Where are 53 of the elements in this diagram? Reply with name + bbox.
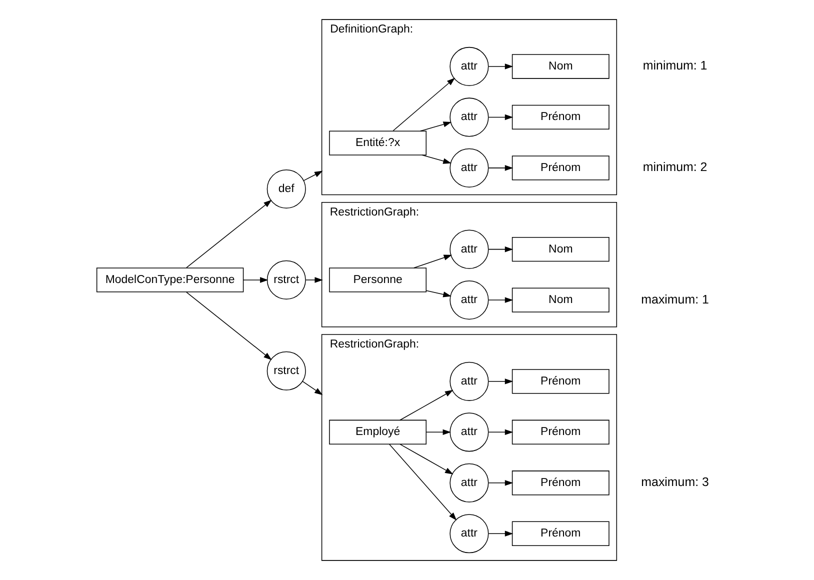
- arrow: [306, 277, 323, 283]
- arrow: [488, 246, 514, 252]
- node-circle: attr: [450, 362, 489, 401]
- arrow: [392, 78, 456, 132]
- label: maximum: 1: [641, 292, 709, 306]
- arrow: [400, 390, 454, 421]
- node-box: Personne: [329, 268, 427, 292]
- node-box: Prénom: [512, 470, 610, 496]
- arrow: [488, 64, 514, 70]
- arrow: [488, 165, 514, 171]
- node-circle: attr: [450, 412, 489, 452]
- node-box: Entité:?x: [329, 130, 427, 156]
- node-box: Prénom: [512, 521, 610, 546]
- node-box: Employé: [329, 420, 427, 445]
- arrow: [426, 290, 452, 298]
- node-circle: rstrct: [266, 260, 306, 300]
- arrow: [488, 297, 514, 303]
- arrow: [422, 154, 452, 164]
- arrow: [420, 122, 452, 132]
- arrow: [400, 444, 454, 474]
- node-circle: attr: [450, 230, 489, 269]
- arrow: [488, 114, 514, 120]
- arrow: [389, 444, 457, 521]
- arrow: [186, 200, 272, 268]
- node-circle: attr: [450, 280, 489, 320]
- node-box: Nom: [512, 288, 610, 312]
- label: minimum: 2: [642, 160, 708, 174]
- node-box: Nom: [512, 236, 610, 262]
- node-box: ModelConType:Personne: [96, 268, 244, 292]
- arrow: [426, 429, 452, 436]
- arrow: [414, 254, 452, 268]
- node-circle: attr: [450, 514, 489, 554]
- arrow: [302, 380, 323, 396]
- node-circle: attr: [450, 148, 489, 188]
- node-circle: attr: [450, 463, 489, 502]
- node-box: Prénom: [512, 420, 610, 445]
- node-circle: attr: [450, 46, 489, 86]
- arrow: [488, 480, 514, 486]
- arrow: [488, 378, 514, 384]
- node-circle: attr: [450, 98, 489, 137]
- node-box: Prénom: [512, 156, 610, 180]
- arrow: [303, 170, 323, 181]
- arrow: [186, 292, 272, 360]
- label: minimum: 1: [642, 58, 708, 73]
- node-box: Nom: [512, 54, 610, 79]
- node-circle: rstrct: [266, 351, 306, 390]
- label: maximum: 3: [641, 475, 709, 490]
- arrow: [243, 277, 268, 283]
- node-box: Prénom: [512, 369, 610, 394]
- node-box: Prénom: [512, 104, 610, 130]
- arrow: [488, 429, 514, 436]
- arrow: [488, 530, 514, 537]
- node-circle: def: [266, 169, 306, 209]
